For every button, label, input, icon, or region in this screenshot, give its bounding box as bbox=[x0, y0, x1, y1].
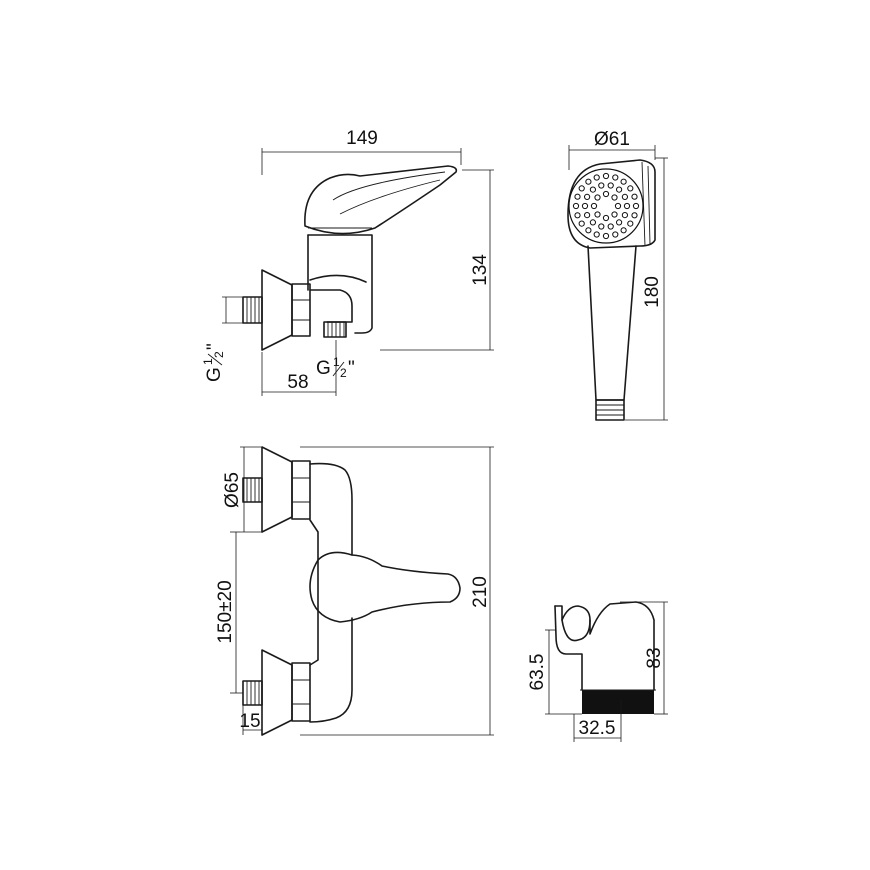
thread-label-bottom: G 1 2 " bbox=[316, 355, 355, 380]
nozzle-hole bbox=[574, 193, 581, 200]
nozzle-hole bbox=[627, 220, 634, 227]
thread-bottom-suffix: " bbox=[348, 358, 355, 379]
dim-head-diameter: Ø61 bbox=[594, 129, 630, 150]
dim-stub-length: 15 bbox=[239, 711, 260, 732]
dim-top-width: 149 bbox=[346, 128, 378, 149]
thread-bottom-den: 2 bbox=[340, 366, 347, 380]
nozzle-hole bbox=[593, 231, 600, 238]
thread-bottom-num: 1 bbox=[333, 355, 340, 369]
nozzle-hole bbox=[611, 194, 618, 201]
nozzle-hole bbox=[585, 227, 592, 234]
nozzle-hole bbox=[627, 185, 634, 192]
dim-centers: 150±20 bbox=[215, 580, 236, 643]
nozzle-hole bbox=[581, 202, 589, 210]
nozzle-hole bbox=[621, 212, 629, 219]
thread-label-left: G 1 2 " bbox=[201, 343, 226, 382]
nozzle-hole bbox=[572, 202, 580, 210]
nozzle-face-ring bbox=[568, 168, 644, 244]
nozzle-hole bbox=[584, 193, 591, 200]
nozzle-hole bbox=[589, 186, 597, 193]
nozzle-pattern bbox=[568, 168, 644, 244]
nozzle-hole bbox=[589, 219, 597, 226]
nozzle-hole bbox=[620, 178, 627, 185]
thread-left-suffix: " bbox=[204, 343, 225, 350]
nozzle-hole bbox=[602, 232, 610, 240]
thread-left-den: 2 bbox=[212, 351, 226, 358]
dim-bracket-width: 32.5 bbox=[579, 718, 616, 739]
nozzle-hole bbox=[616, 219, 623, 226]
nozzle-hole bbox=[612, 174, 619, 181]
nozzle-hole bbox=[614, 202, 622, 210]
dim-shower-length: 180 bbox=[642, 276, 663, 308]
mixer-front-view: Ø65 150±20 210 15 bbox=[215, 446, 494, 736]
nozzle-hole bbox=[594, 211, 601, 218]
mixer-side-view: 149 134 58 G 1 2 " G 1 2 " bbox=[201, 128, 494, 396]
wall-bracket-view: 83 63.5 32.5 bbox=[527, 601, 668, 742]
hand-shower-view: Ø61 180 bbox=[567, 129, 668, 421]
nozzle-hole bbox=[593, 174, 600, 181]
dim-top-height: 134 bbox=[470, 254, 491, 286]
nozzle-hole bbox=[585, 178, 592, 185]
nozzle-hole bbox=[616, 186, 623, 193]
nozzle-hole bbox=[607, 223, 614, 230]
dim-bracket-height: 83 bbox=[644, 647, 665, 668]
nozzle-hole bbox=[631, 193, 638, 200]
nozzle-hole bbox=[602, 214, 610, 222]
thread-left-num: 1 bbox=[201, 358, 215, 365]
nozzle-hole bbox=[623, 202, 631, 210]
dim-offset: 58 bbox=[287, 372, 308, 393]
thread-bottom-prefix: G bbox=[316, 358, 331, 379]
nozzle-hole bbox=[620, 227, 627, 234]
nozzle-hole bbox=[632, 202, 640, 210]
nozzle-hole bbox=[584, 212, 591, 219]
nozzle-hole bbox=[578, 220, 585, 227]
nozzle-hole bbox=[574, 212, 581, 219]
nozzle-hole bbox=[607, 182, 614, 189]
nozzle-hole bbox=[621, 193, 629, 200]
nozzle-hole bbox=[612, 231, 619, 238]
dim-front-height: 210 bbox=[470, 576, 491, 608]
nozzle-hole bbox=[594, 194, 601, 201]
nozzle-hole bbox=[598, 182, 605, 189]
nozzle-hole bbox=[631, 212, 638, 219]
dim-bracket-hole: 63.5 bbox=[527, 654, 548, 691]
nozzle-hole bbox=[578, 185, 585, 192]
nozzle-hole bbox=[602, 172, 610, 180]
dim-flange-diameter: Ø65 bbox=[222, 472, 243, 508]
nozzle-hole bbox=[611, 211, 618, 218]
nozzle-hole bbox=[590, 202, 598, 210]
nozzle-hole bbox=[602, 190, 610, 198]
thread-left-prefix: G bbox=[204, 367, 225, 382]
nozzle-hole bbox=[598, 223, 605, 230]
